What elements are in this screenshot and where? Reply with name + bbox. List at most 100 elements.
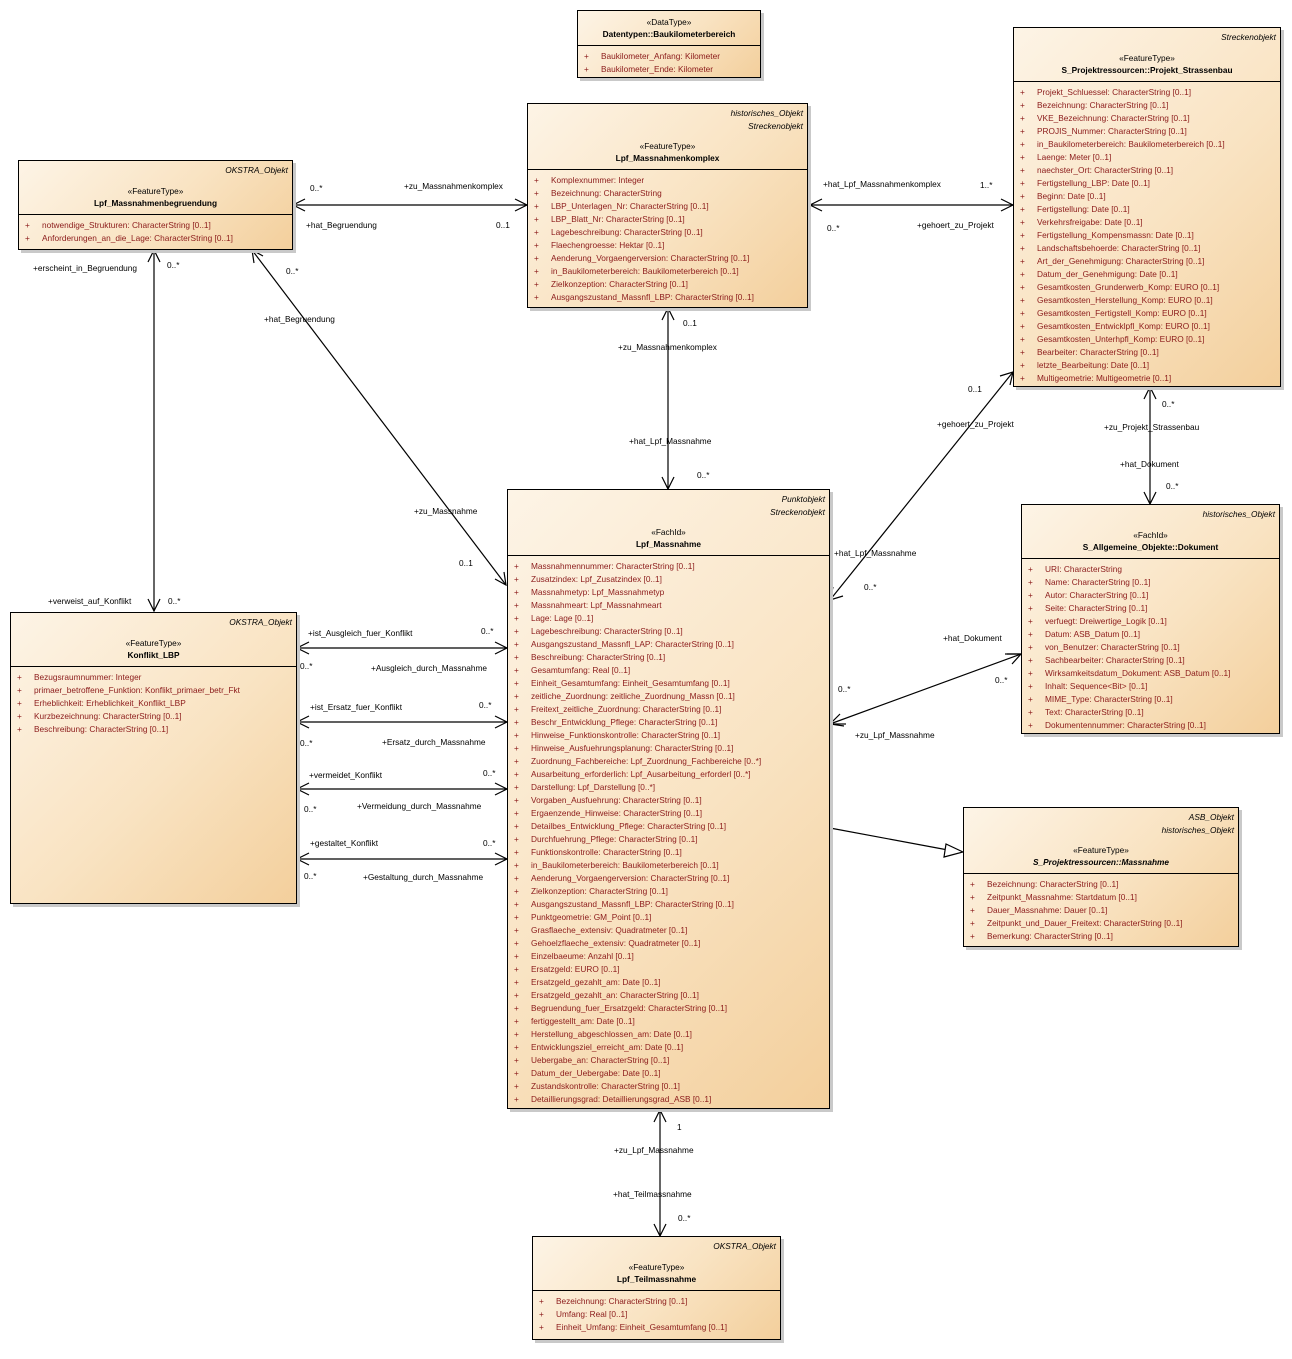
attribute-row[interactable]: +Punktgeometrie: GM_Point [0..1] bbox=[512, 911, 825, 924]
attribute-row[interactable]: +Gesamtkosten_Herstellung_Komp: EURO [0.… bbox=[1018, 294, 1276, 307]
attribute-row[interactable]: +MIME_Type: CharacterString [0..1] bbox=[1026, 693, 1275, 706]
attribute-row[interactable]: +Einheit_Gesamtumfang: Einheit_Gesamtumf… bbox=[512, 677, 825, 690]
attribute-row[interactable]: +Fertigstellung_Kompensmassn: Date [0..1… bbox=[1018, 229, 1276, 242]
attribute-row[interactable]: +in_Baukilometerbereich: Baukilometerber… bbox=[1018, 138, 1276, 151]
attribute-row[interactable]: +Herstellung_abgeschlossen_am: Date [0..… bbox=[512, 1028, 825, 1041]
attribute-row[interactable]: +Bezeichnung: CharacterString [0..1] bbox=[1018, 99, 1276, 112]
attribute-row[interactable]: +Durchfuehrung_Pflege: CharacterString [… bbox=[512, 833, 825, 846]
attribute-row[interactable]: +Aenderung_Vorgaengerversion: CharacterS… bbox=[532, 252, 803, 265]
attribute-row[interactable]: +Fertigstellung: Date [0..1] bbox=[1018, 203, 1276, 216]
attribute-row[interactable]: +Beginn: Date [0..1] bbox=[1018, 190, 1276, 203]
attribute-row[interactable]: +Flaechengroesse: Hektar [0..1] bbox=[532, 239, 803, 252]
attribute-row[interactable]: +Beschreibung: CharacterString [0..1] bbox=[15, 723, 292, 736]
attribute-row[interactable]: +Aenderung_Vorgaengerversion: CharacterS… bbox=[512, 872, 825, 885]
attribute-row[interactable]: +Darstellung: Lpf_Darstellung [0..*] bbox=[512, 781, 825, 794]
attribute-row[interactable]: +Bezeichnung: CharacterString bbox=[532, 187, 803, 200]
attribute-row[interactable]: +Detailbes_Entwicklung_Pflege: Character… bbox=[512, 820, 825, 833]
attribute-row[interactable]: +Bemerkung: CharacterString [0..1] bbox=[968, 930, 1234, 943]
attribute-row[interactable]: +Hinweise_Funktionskontrolle: CharacterS… bbox=[512, 729, 825, 742]
attribute-row[interactable]: +Dokumentennummer: CharacterString [0..1… bbox=[1026, 719, 1275, 732]
attribute-row[interactable]: +Ausgangszustand_Massnfl_LAP: CharacterS… bbox=[512, 638, 825, 651]
attribute-row[interactable]: +Zielkonzeption: CharacterString [0..1] bbox=[512, 885, 825, 898]
attribute-row[interactable]: +Bezeichnung: CharacterString [0..1] bbox=[537, 1295, 776, 1308]
attribute-row[interactable]: +Massnahmennummer: CharacterString [0..1… bbox=[512, 560, 825, 573]
attribute-row[interactable]: +Ausgangszustand_Massnfl_LBP: CharacterS… bbox=[532, 291, 803, 304]
attribute-row[interactable]: +Dauer_Massnahme: Dauer [0..1] bbox=[968, 904, 1234, 917]
attribute-row[interactable]: +naechster_Ort: CharacterString [0..1] bbox=[1018, 164, 1276, 177]
attribute-row[interactable]: +Bezeichnung: CharacterString [0..1] bbox=[968, 878, 1234, 891]
attribute-row[interactable]: +Gesamtkosten_Grunderwerb_Komp: EURO [0.… bbox=[1018, 281, 1276, 294]
attribute-row[interactable]: +Entwicklungsziel_erreicht_am: Date [0..… bbox=[512, 1041, 825, 1054]
attribute-row[interactable]: +Zustandskontrolle: CharacterString [0..… bbox=[512, 1080, 825, 1093]
attribute-row[interactable]: +Bezugsraumnummer: Integer bbox=[15, 671, 292, 684]
attribute-row[interactable]: +Gesamtkosten_Fertigstell_Komp: EURO [0.… bbox=[1018, 307, 1276, 320]
attribute-row[interactable]: +Gesamtumfang: Real [0..1] bbox=[512, 664, 825, 677]
attribute-row[interactable]: +Gesamtkosten_Entwicklpfl_Komp: EURO [0.… bbox=[1018, 320, 1276, 333]
attribute-row[interactable]: +Uebergabe_an: CharacterString [0..1] bbox=[512, 1054, 825, 1067]
attribute-row[interactable]: +Ausarbeitung_erforderlich: Lpf_Ausarbei… bbox=[512, 768, 825, 781]
attribute-row[interactable]: +in_Baukilometerbereich: Baukilometerber… bbox=[512, 859, 825, 872]
attribute-row[interactable]: +Datum_der_Genehmigung: Date [0..1] bbox=[1018, 268, 1276, 281]
attribute-row[interactable]: +Datum_der_Uebergabe: Date [0..1] bbox=[512, 1067, 825, 1080]
attribute-row[interactable]: +Beschr_Entwicklung_Pflege: CharacterStr… bbox=[512, 716, 825, 729]
assoc-begruendung-massnahme[interactable] bbox=[251, 249, 507, 586]
attribute-row[interactable]: +Baukilometer_Ende: Kilometer bbox=[582, 63, 756, 76]
generalization-massnahme-smassnahme[interactable] bbox=[829, 827, 949, 851]
class-dokument[interactable]: historisches_Objekt«FachId»S_Allgemeine_… bbox=[1021, 504, 1280, 734]
attribute-row[interactable]: +Beschreibung: CharacterString [0..1] bbox=[512, 651, 825, 664]
attribute-row[interactable]: +primaer_betroffene_Funktion: Konflikt_p… bbox=[15, 684, 292, 697]
attribute-row[interactable]: +Ausgangszustand_Massnfl_LBP: CharacterS… bbox=[512, 898, 825, 911]
attribute-row[interactable]: +Seite: CharacterString [0..1] bbox=[1026, 602, 1275, 615]
attribute-row[interactable]: +fertiggestellt_am: Date [0..1] bbox=[512, 1015, 825, 1028]
attribute-row[interactable]: +Kurzbezeichnung: CharacterString [0..1] bbox=[15, 710, 292, 723]
attribute-row[interactable]: +Zuordnung_Fachbereiche: Lpf_Zuordnung_F… bbox=[512, 755, 825, 768]
attribute-row[interactable]: +Ergaenzende_Hinweise: CharacterString [… bbox=[512, 807, 825, 820]
attribute-row[interactable]: +VKE_Bezeichnung: CharacterString [0..1] bbox=[1018, 112, 1276, 125]
attribute-row[interactable]: +Wirksamkeitsdatum_Dokument: ASB_Datum [… bbox=[1026, 667, 1275, 680]
attribute-row[interactable]: +Umfang: Real [0..1] bbox=[537, 1308, 776, 1321]
attribute-row[interactable]: +PROJIS_Nummer: CharacterString [0..1] bbox=[1018, 125, 1276, 138]
attribute-row[interactable]: +Zusatzindex: Lpf_Zusatzindex [0..1] bbox=[512, 573, 825, 586]
attribute-row[interactable]: +Ersatzgeld: EURO [0..1] bbox=[512, 963, 825, 976]
class-konflikt-lbp[interactable]: OKSTRA_Objekt«FeatureType»Konflikt_LBP+B… bbox=[10, 612, 297, 904]
attribute-row[interactable]: +Freitext_zeitliche_Zuordnung: Character… bbox=[512, 703, 825, 716]
attribute-row[interactable]: +Einzelbaeume: Anzahl [0..1] bbox=[512, 950, 825, 963]
attribute-row[interactable]: +Gesamtkosten_Unterhpfl_Komp: EURO [0..1… bbox=[1018, 333, 1276, 346]
attribute-row[interactable]: +Ersatzgeld_gezahlt_an: CharacterString … bbox=[512, 989, 825, 1002]
attribute-row[interactable]: +Zielkonzeption: CharacterString [0..1] bbox=[532, 278, 803, 291]
attribute-row[interactable]: +Datum: ASB_Datum [0..1] bbox=[1026, 628, 1275, 641]
attribute-row[interactable]: +Erheblichkeit: Erheblichkeit_Konflikt_L… bbox=[15, 697, 292, 710]
attribute-row[interactable]: +Anforderungen_an_die_Lage: CharacterStr… bbox=[23, 232, 288, 245]
attribute-row[interactable]: +Einheit_Umfang: Einheit_Gesamtumfang [0… bbox=[537, 1321, 776, 1334]
attribute-row[interactable]: +Ersatzgeld_gezahlt_am: Date [0..1] bbox=[512, 976, 825, 989]
attribute-row[interactable]: +Art_der_Genehmigung: CharacterString [0… bbox=[1018, 255, 1276, 268]
attribute-row[interactable]: +Lagebeschreibung: CharacterString [0..1… bbox=[512, 625, 825, 638]
attribute-row[interactable]: +Laenge: Meter [0..1] bbox=[1018, 151, 1276, 164]
attribute-row[interactable]: +Vorgaben_Ausfuehrung: CharacterString [… bbox=[512, 794, 825, 807]
attribute-row[interactable]: +URI: CharacterString bbox=[1026, 563, 1275, 576]
attribute-row[interactable]: +in_Baukilometerbereich: Baukilometerber… bbox=[532, 265, 803, 278]
attribute-row[interactable]: +Detaillierungsgrad: Detaillierungsgrad_… bbox=[512, 1093, 825, 1106]
attribute-row[interactable]: +Begruendung_fuer_Ersatzgeld: CharacterS… bbox=[512, 1002, 825, 1015]
attribute-row[interactable]: +Zeitpunkt_und_Dauer_Freitext: Character… bbox=[968, 917, 1234, 930]
class-lpf-massnahmenbegruendung[interactable]: OKSTRA_Objekt«FeatureType»Lpf_Massnahmen… bbox=[18, 160, 293, 250]
attribute-row[interactable]: +Lage: Lage [0..1] bbox=[512, 612, 825, 625]
attribute-row[interactable]: +Text: CharacterString [0..1] bbox=[1026, 706, 1275, 719]
attribute-row[interactable]: +von_Benutzer: CharacterString [0..1] bbox=[1026, 641, 1275, 654]
attribute-row[interactable]: +Zeitpunkt_Massnahme: Startdatum [0..1] bbox=[968, 891, 1234, 904]
attribute-row[interactable]: +Fertigstellung_LBP: Date [0..1] bbox=[1018, 177, 1276, 190]
attribute-row[interactable]: +Funktionskontrolle: CharacterString [0.… bbox=[512, 846, 825, 859]
attribute-row[interactable]: +verfuegt: Dreiwertige_Logik [0..1] bbox=[1026, 615, 1275, 628]
attribute-row[interactable]: +Name: CharacterString [0..1] bbox=[1026, 576, 1275, 589]
attribute-row[interactable]: +Massnahmeart: Lpf_Massnahmeart bbox=[512, 599, 825, 612]
attribute-row[interactable]: +Baukilometer_Anfang: Kilometer bbox=[582, 50, 756, 63]
attribute-row[interactable]: +Inhalt: Sequence<Bit> [0..1] bbox=[1026, 680, 1275, 693]
attribute-row[interactable]: +Massnahmetyp: Lpf_Massnahmetyp bbox=[512, 586, 825, 599]
attribute-row[interactable]: +Autor: CharacterString [0..1] bbox=[1026, 589, 1275, 602]
attribute-row[interactable]: +zeitliche_Zuordnung: zeitliche_Zuordnun… bbox=[512, 690, 825, 703]
attribute-row[interactable]: +LBP_Unterlagen_Nr: CharacterString [0..… bbox=[532, 200, 803, 213]
attribute-row[interactable]: +Landschaftsbehoerde: CharacterString [0… bbox=[1018, 242, 1276, 255]
